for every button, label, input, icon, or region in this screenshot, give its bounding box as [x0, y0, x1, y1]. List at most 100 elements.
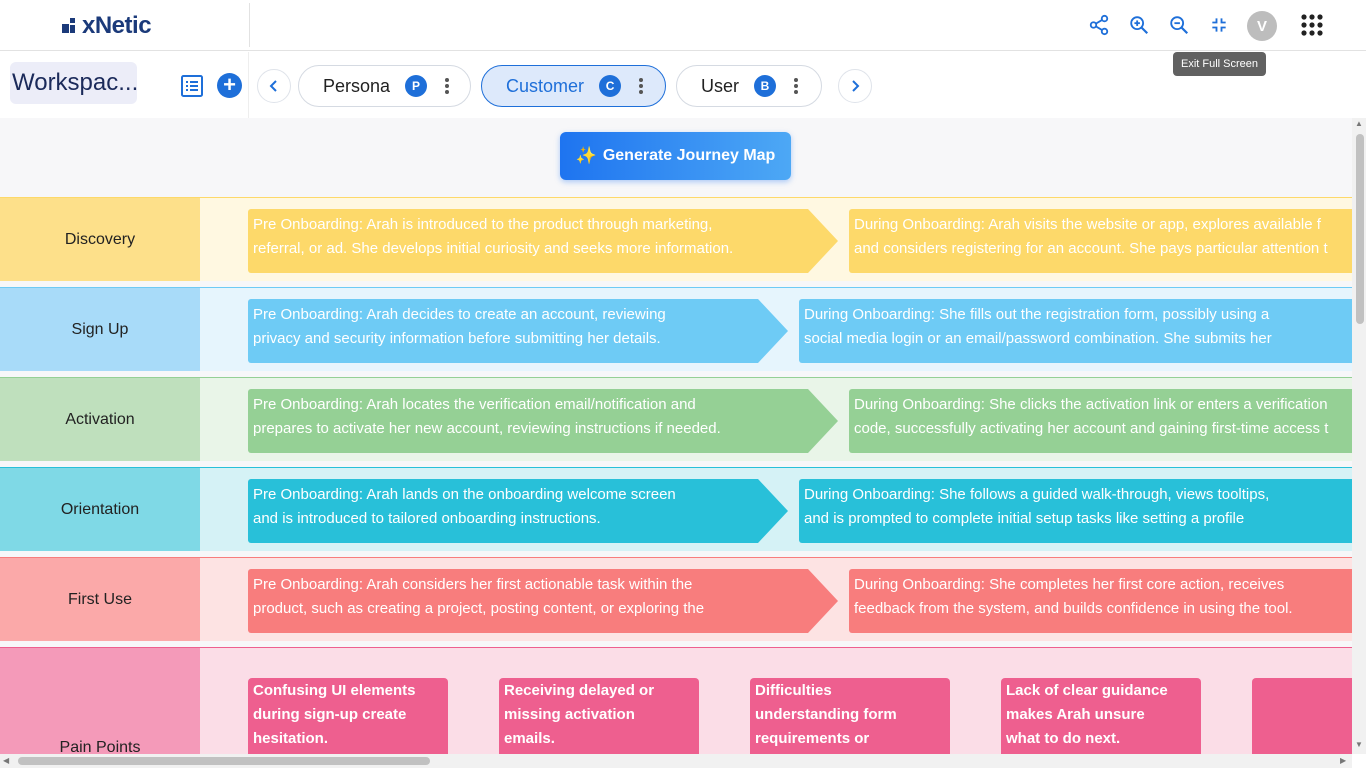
card-text-line: Receiving delayed or: [504, 682, 655, 699]
stage-label: Activation: [0, 378, 200, 461]
sparkles-icon: ✨: [575, 146, 597, 165]
stage-band: Confusing UI elements during sign-up crea…: [200, 648, 1352, 754]
vertical-scrollbar[interactable]: ▲ ▼: [1352, 118, 1366, 754]
card-text-line: social media login or an email/password …: [804, 330, 1272, 347]
during-onboarding-card[interactable]: During Onboarding: She clicks the activa…: [849, 389, 1352, 453]
card-text-line: during sign-up create: [253, 706, 407, 723]
card-text-line: prepares to activate her new account, re…: [253, 420, 721, 437]
card-text-line: Pre Onboarding: Arah considers her first…: [253, 576, 693, 593]
during-onboarding-card[interactable]: During Onboarding: She follows a guided …: [799, 479, 1352, 543]
pain-points-row: Pain Points Confusing UI elements during s…: [0, 647, 1352, 754]
card-text-line: understanding form: [755, 706, 897, 723]
card-text-line: Pre Onboarding: Arah locates the verific…: [253, 396, 696, 413]
app-logo[interactable]: xNetic: [62, 12, 152, 40]
stage-label: Sign Up: [0, 288, 200, 371]
generate-journey-map-button[interactable]: ✨ Generate Journey Map: [560, 132, 791, 180]
stage-row: Orientation Pre Onboarding: Arah lands on…: [0, 467, 1352, 551]
card-arrow-icon: [808, 389, 838, 453]
more-vertical-icon[interactable]: [789, 78, 803, 94]
stage-row: Sign Up Pre Onboarding: Arah decides to c…: [0, 287, 1352, 371]
apps-grid-icon[interactable]: [1300, 13, 1324, 37]
tab-badge: C: [599, 75, 622, 97]
card-text-line: Confusing UI elements: [253, 682, 416, 699]
zoom-in-icon[interactable]: [1127, 13, 1151, 37]
card-text-line: During Onboarding: Arah visits the websi…: [854, 216, 1321, 233]
more-vertical-icon[interactable]: [440, 78, 454, 94]
pre-onboarding-card[interactable]: Pre Onboarding: Arah lands on the onboar…: [248, 479, 758, 543]
pre-onboarding-card[interactable]: Pre Onboarding: Arah considers her first…: [248, 569, 808, 633]
scroll-down-arrow-icon[interactable]: ▼: [1355, 740, 1363, 749]
card-text-line: During Onboarding: She fills out the reg…: [804, 306, 1270, 323]
workspace-panel: Workspac... +: [0, 52, 249, 118]
user-avatar[interactable]: V: [1247, 11, 1277, 41]
stage-band: Pre Onboarding: Arah considers her first…: [200, 558, 1352, 641]
stage-row: Activation Pre Onboarding: Arah locates t…: [0, 377, 1352, 461]
tab-label: Persona: [323, 75, 391, 96]
pain-point-card[interactable]: Confusing UI elements during sign-up crea…: [248, 678, 448, 754]
logo-text: xNetic: [82, 12, 152, 39]
tab-persona[interactable]: Persona P: [298, 65, 471, 107]
scroll-right-arrow-icon[interactable]: ▶: [1340, 756, 1347, 765]
during-onboarding-card[interactable]: During Onboarding: She fills out the reg…: [799, 299, 1352, 363]
tab-badge: B: [754, 75, 777, 97]
stage-label: Orientation: [0, 468, 200, 551]
card-text-line: missing activation: [504, 706, 635, 723]
tabs-prev-button[interactable]: [257, 69, 291, 103]
card-text-line: makes Arah unsure: [1006, 706, 1145, 723]
card-text-line: hesitation.: [253, 730, 329, 747]
card-text-line: requirements or: [755, 730, 870, 747]
add-workspace-button[interactable]: +: [217, 73, 242, 98]
persona-tab-bar: Persona P Customer C User B: [250, 52, 1366, 118]
card-text-line: feedback from the system, and builds con…: [854, 600, 1293, 617]
pre-onboarding-card[interactable]: Pre Onboarding: Arah is introduced to th…: [248, 209, 808, 273]
card-text-line: product, such as creating a project, pos…: [253, 600, 705, 617]
tooltip: Exit Full Screen: [1173, 52, 1267, 76]
share-icon[interactable]: [1087, 13, 1111, 37]
horizontal-scrollbar[interactable]: ◀ ▶: [0, 754, 1352, 768]
card-text-line: Pre Onboarding: Arah lands on the onboar…: [253, 486, 676, 503]
card-arrow-icon: [808, 569, 838, 633]
stage-band: Pre Onboarding: Arah lands on the onboar…: [200, 468, 1352, 551]
scroll-left-arrow-icon[interactable]: ◀: [3, 756, 10, 765]
during-onboarding-card[interactable]: During Onboarding: She completes her fir…: [849, 569, 1352, 633]
card-text-line: and considers registering for an account…: [854, 240, 1328, 257]
scroll-up-arrow-icon[interactable]: ▲: [1355, 119, 1363, 128]
card-text-line: Pre Onboarding: Arah decides to create a…: [253, 306, 666, 323]
exit-fullscreen-icon[interactable]: [1207, 13, 1231, 37]
tab-badge: P: [405, 75, 428, 97]
tab-customer[interactable]: Customer C: [481, 65, 666, 107]
generate-button-label: Generate Journey Map: [602, 147, 776, 164]
during-onboarding-card[interactable]: During Onboarding: Arah visits the websi…: [849, 209, 1352, 273]
workspace-name[interactable]: Workspac...: [10, 62, 137, 104]
pain-point-card[interactable]: Difficulties understanding form requiremen…: [750, 678, 950, 754]
pain-point-card[interactable]: [1252, 678, 1352, 754]
card-text-line: what to do next.: [1006, 730, 1121, 747]
chevron-right-icon: [852, 80, 860, 92]
tabs-next-button[interactable]: [838, 69, 872, 103]
pre-onboarding-card[interactable]: Pre Onboarding: Arah locates the verific…: [248, 389, 808, 453]
tab-label: Customer: [506, 75, 585, 96]
stage-label: Pain Points: [0, 648, 200, 754]
stage-label: Discovery: [0, 198, 200, 281]
top-header: xNetic V: [0, 0, 1366, 51]
tab-label: User: [701, 75, 740, 96]
pre-onboarding-card[interactable]: Pre Onboarding: Arah decides to create a…: [248, 299, 758, 363]
card-text-line: referral, or ad. She develops initial cu…: [253, 240, 734, 257]
card-text-line: Pre Onboarding: Arah is introduced to th…: [253, 216, 713, 233]
card-text-line: During Onboarding: She clicks the activa…: [854, 396, 1328, 413]
tab-user[interactable]: User B: [676, 65, 822, 107]
vertical-scroll-thumb[interactable]: [1356, 134, 1364, 324]
stage-band: Pre Onboarding: Arah decides to create a…: [200, 288, 1352, 371]
more-vertical-icon[interactable]: [634, 78, 648, 94]
card-text-line: Difficulties: [755, 682, 832, 699]
zoom-out-icon[interactable]: [1167, 13, 1191, 37]
horizontal-scroll-thumb[interactable]: [18, 757, 430, 765]
card-text-line: and is prompted to complete initial setu…: [804, 510, 1245, 527]
list-icon[interactable]: [180, 74, 204, 103]
card-arrow-icon: [808, 209, 838, 273]
card-text-line: and is introduced to tailored onboarding…: [253, 510, 601, 527]
stage-row: Discovery Pre Onboarding: Arah is introdu…: [0, 197, 1352, 281]
